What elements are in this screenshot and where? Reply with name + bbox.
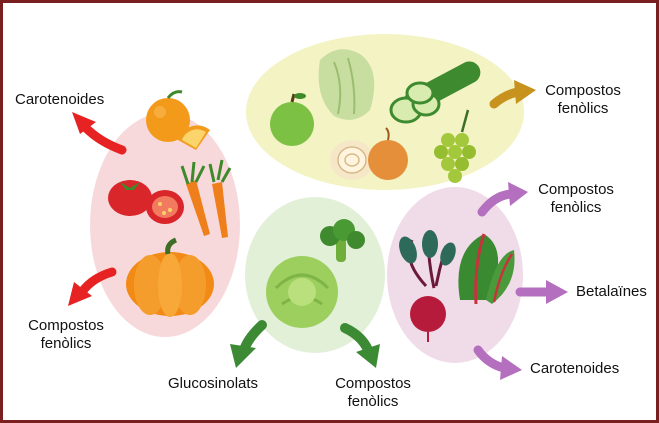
label-carotenoides-right: Carotenoides: [530, 360, 619, 378]
label-betalaines: Betalaïnes: [576, 283, 647, 301]
label-fenolics-bottom: Compostos fenòlics: [330, 375, 416, 411]
arrow-fenolics-right: [482, 182, 528, 212]
arrow-carotenoides-right: [478, 350, 522, 380]
label-carotenoides-left: Carotenoides: [15, 91, 104, 109]
arrow-fenolics-bottom: [345, 328, 380, 368]
arrow-glucosinolats: [230, 325, 262, 368]
label-glucosinolats: Glucosinolats: [168, 375, 258, 393]
label-fenolics-left: Compostos fenòlics: [22, 317, 110, 353]
cabbage-icon: [266, 256, 338, 328]
arrow-carotenoides-left: [72, 112, 122, 150]
label-fenolics-top-right: Compostos fenòlics: [540, 82, 626, 118]
arrow-betalaines: [520, 280, 568, 304]
label-fenolics-right: Compostos fenòlics: [533, 181, 619, 217]
